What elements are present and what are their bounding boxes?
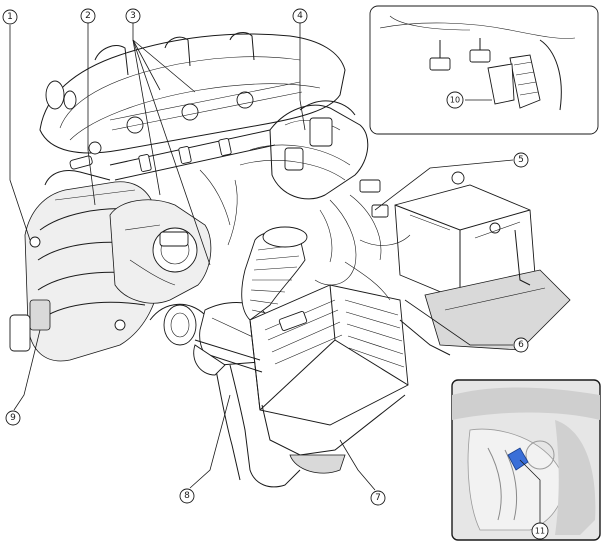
callout-label: 8 [184,491,190,501]
callout-1: 1 [2,9,18,25]
callout-label: 9 [10,413,16,423]
inset-sensor-photo [451,379,601,541]
callout-5: 5 [513,152,529,168]
callout-7: 7 [370,490,386,506]
callout-4: 4 [292,8,308,24]
sensor-highlight [507,447,529,471]
callout-label: 10 [450,96,460,105]
inset-pedals [369,5,599,135]
ignition-area [239,100,369,200]
air-cleaner [249,284,409,474]
body-panel-right [399,229,571,356]
callout-11: 11 [531,522,549,540]
callout-label: 1 [7,12,13,22]
injector-row [69,129,276,181]
callout-label: 5 [518,155,524,165]
lower-bracket [193,339,263,376]
callout-10: 10 [446,91,464,109]
callout-9: 9 [5,410,21,426]
throttle-body [109,199,212,346]
callout-label: 7 [375,493,381,503]
wiring-harness [199,169,411,301]
callout-label: 11 [535,527,545,536]
callout-2: 2 [80,8,96,24]
callout-label: 2 [85,11,91,21]
callout-label: 4 [297,11,303,21]
callout-8: 8 [179,488,195,504]
callout-3: 3 [125,8,141,24]
callout-label: 3 [130,11,136,21]
callout-label: 6 [518,340,524,350]
callout-6: 6 [513,337,529,353]
air-hose-corrugated [241,226,308,321]
battery [394,171,536,301]
cylinder-head-cover [39,32,346,155]
leader-lines [9,22,541,523]
